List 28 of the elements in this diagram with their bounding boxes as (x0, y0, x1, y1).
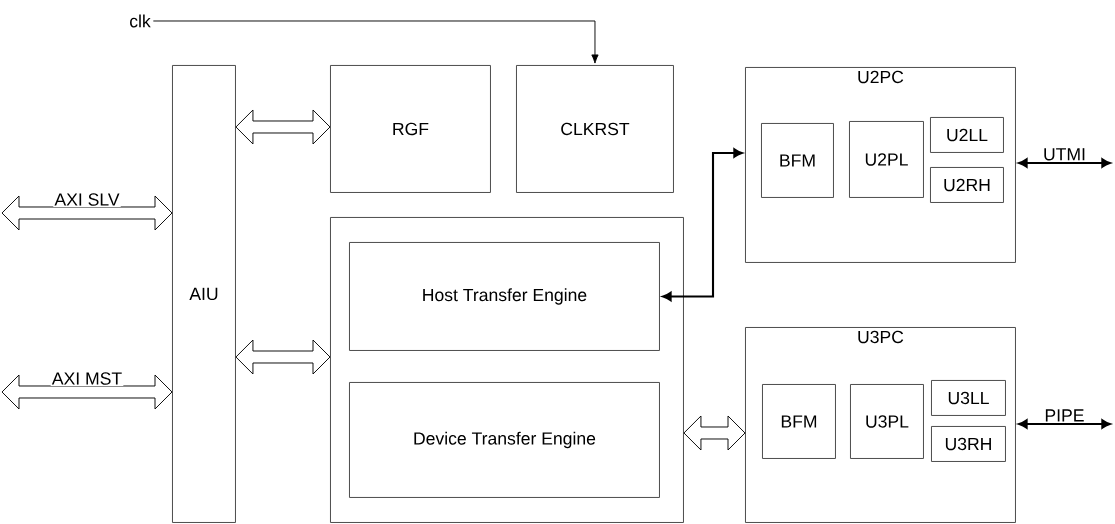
arrow (683, 415, 746, 451)
edge-label: AXI MST (51, 372, 122, 385)
arrow (152, 20, 599, 64)
block-box: U3RH (931, 426, 1006, 462)
signal-label: clk (130, 14, 151, 28)
container-box (330, 217, 684, 523)
block-box: BFM (762, 384, 836, 459)
arrow (662, 148, 743, 302)
arrow (235, 109, 331, 145)
edge-label: UTMI (1044, 148, 1085, 161)
edge-label: PIPE (1045, 409, 1084, 422)
block-box: Device Transfer Engine (349, 382, 660, 498)
block-box: U3PL (850, 384, 924, 459)
arrow (1018, 419, 1111, 429)
block-box: Host Transfer Engine (349, 242, 660, 351)
block-box: U2LL (930, 117, 1004, 153)
block-box: CLKRST (516, 65, 674, 193)
block-box: U3LL (931, 380, 1006, 416)
block-box: U2PL (849, 121, 924, 198)
arrow (1018, 158, 1111, 168)
block-box: BFM (761, 123, 834, 198)
arrow (235, 339, 331, 375)
block-box: AIU (172, 65, 236, 523)
block-box: RGF (330, 65, 491, 193)
block-box: U2RH (930, 167, 1004, 203)
edge-label: AXI SLV (54, 193, 120, 206)
arrow (1, 195, 173, 231)
arrow (1, 374, 173, 410)
